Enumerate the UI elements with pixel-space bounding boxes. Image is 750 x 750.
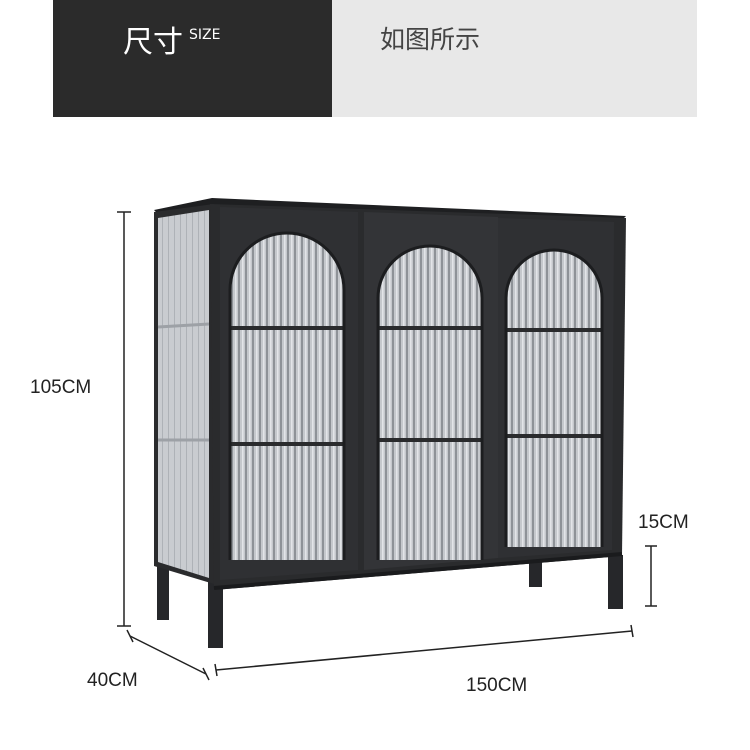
width-label: 150CM bbox=[466, 675, 528, 696]
leg-height-dimension-line bbox=[645, 545, 657, 607]
cabinet-side-panel bbox=[154, 204, 214, 584]
glass-window-left bbox=[230, 233, 344, 560]
depth-dimension-line bbox=[126, 629, 210, 681]
leg-height-label: 15CM bbox=[638, 512, 689, 533]
depth-label: 40CM bbox=[87, 670, 138, 691]
glass-window-middle bbox=[378, 246, 482, 560]
size-title: 尺寸 bbox=[123, 25, 183, 60]
glass-window-right bbox=[506, 250, 602, 547]
header-value-panel bbox=[332, 0, 697, 117]
height-dimension-line bbox=[117, 211, 131, 627]
size-subtitle: SIZE bbox=[189, 27, 221, 43]
width-dimension-line bbox=[214, 624, 634, 677]
cabinet-legs bbox=[157, 555, 623, 648]
header-label-panel bbox=[53, 0, 332, 117]
size-value-text: 如图所示 bbox=[380, 25, 481, 54]
height-label: 105CM bbox=[30, 377, 92, 398]
